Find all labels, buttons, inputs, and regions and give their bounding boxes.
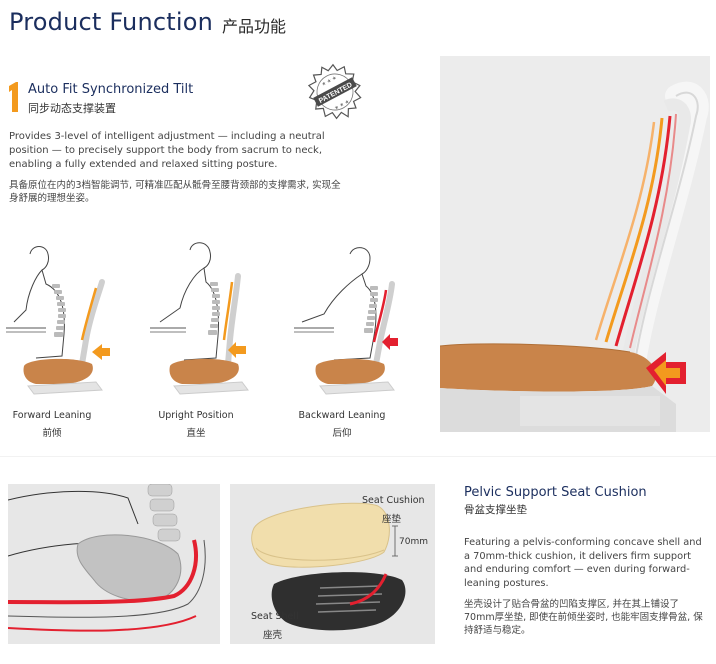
- cushion-drawing: [230, 484, 435, 644]
- pose-label-upright-cn: 直坐: [186, 428, 206, 439]
- page-title-cn: 产品功能: [222, 17, 287, 36]
- feature-description-en: Provides 3-level of intelligent adjustme…: [9, 131, 325, 170]
- pose-label-forward: Forward Leaning: [12, 410, 92, 421]
- feature-description-cn: 具备原位在内的3档智能调节, 可精准匹配从骶骨至腰背颈部的支撑需求, 实现全身舒…: [9, 180, 341, 204]
- pelvic-subtitle: 骨盆支撑坐垫: [464, 504, 527, 516]
- feature-title: Auto Fit Synchronized Tilt: [28, 82, 194, 97]
- pose-forward-illustration: [6, 246, 110, 395]
- chair-side-photo: [440, 56, 710, 432]
- number-one-icon: [9, 82, 18, 112]
- seat-cushion-label: Seat Cushion: [362, 495, 425, 506]
- feature-subtitle: 同步动态支撑装置: [28, 102, 116, 115]
- pelvis-anatomy-illustration: [8, 484, 220, 644]
- cushion-thickness-label: 70mm: [399, 537, 428, 547]
- pelvic-title: Pelvic Support Seat Cushion: [464, 485, 647, 500]
- pose-label-backward-cn: 后仰: [332, 428, 352, 439]
- pelvic-description-en: Featuring a pelvis-conforming concave sh…: [464, 537, 702, 589]
- patented-badge: PATENTED ★ ★ ★ ★ ★ ★: [307, 63, 362, 120]
- pelvic-description-cn: 坐壳设计了贴合骨盆的凹陷支撑区, 并在其上铺设了70mm厚坐垫, 即使在前倾坐姿…: [464, 599, 703, 636]
- seat-cushion-label-cn: 座垫: [382, 514, 402, 525]
- section-divider: [0, 456, 716, 457]
- page-title: Product Function: [9, 8, 214, 36]
- seat-cushion-exploded-view: Seat Cushion 座垫 70mm Seat Shell 座壳: [230, 484, 435, 644]
- seat-shell-label: Seat Shell: [251, 611, 299, 622]
- pose-label-forward-cn: 前倾: [42, 428, 62, 439]
- pose-backward-illustration: [294, 247, 398, 395]
- seat-shell-label-cn: 座壳: [263, 630, 283, 641]
- pose-upright-illustration: [150, 242, 249, 395]
- pose-label-upright: Upright Position: [158, 410, 234, 421]
- pose-label-backward: Backward Leaning: [298, 410, 386, 421]
